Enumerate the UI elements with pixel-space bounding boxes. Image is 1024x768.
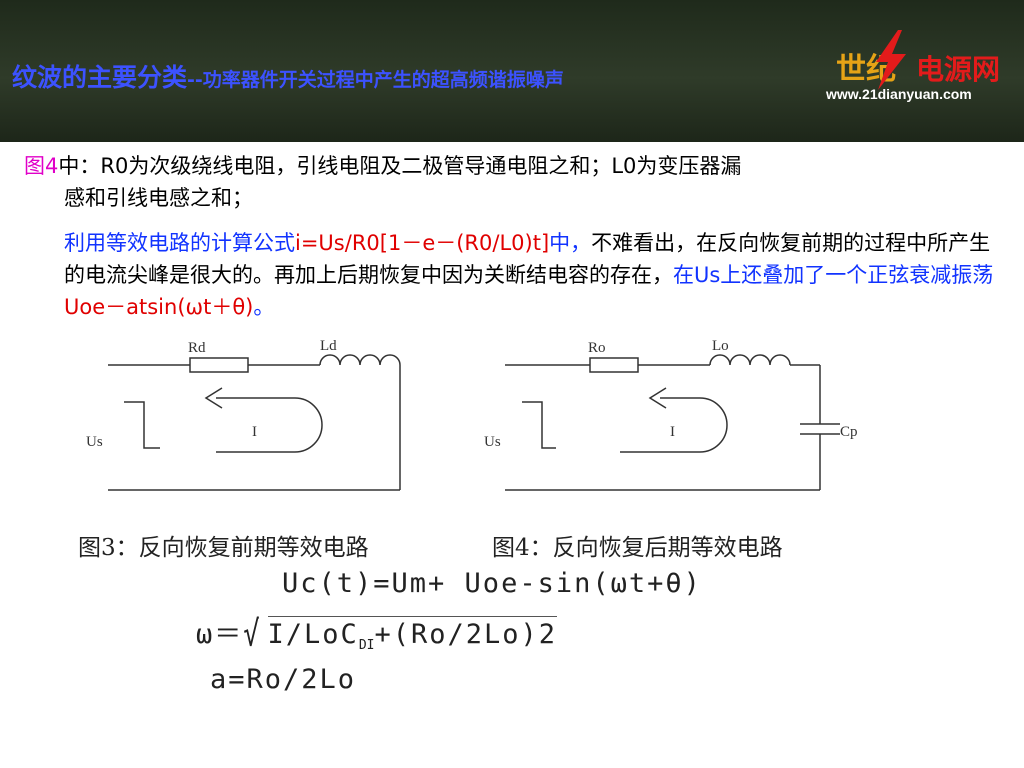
analysis-oscillation: 在Us上还叠加了一个正弦衰减振荡 [673,263,994,287]
right-current-label: I [670,424,675,440]
formula-uc: Uc(t)=Um+ Uoe-sin(ωt+θ) [282,568,702,599]
radicand-part-a: I/LoC [267,619,359,650]
slide-title: 纹波的主要分类--功率器件开关过程中产生的超高频谐振噪声 [12,58,564,94]
sqrt-icon: √ [243,614,262,655]
equivalent-circuits: Rd Ld Us I Ro Lo Us I Cp [86,338,858,491]
caption-fig4: 图4：反向恢复后期等效电路 [492,535,783,561]
omega-lhs: ω＝ [196,619,244,650]
caption-fig3: 图3：反向恢复前期等效电路 [78,535,369,561]
analysis-intro: 利用等效电路的计算公式 [64,231,295,255]
circuit-fig3 [108,354,401,491]
analysis-end: 。 [253,295,275,319]
radicand-subscript: DI [358,638,375,653]
logo-url: www.21dianyuan.com [826,86,972,102]
oscillation-formula: Uoe－atsin(ωt＋θ) [64,295,254,319]
circuit-fig4 [505,354,840,491]
title-subtitle: 功率器件开关过程中产生的超高频谐振噪声 [202,69,564,91]
title-separator: -- [187,69,203,91]
header-bar: 纹波的主要分类--功率器件开关过程中产生的超高频谐振噪声 世纪 电源网 www.… [0,0,1024,142]
right-l-label: Lo [712,338,729,354]
right-source-label: Us [484,434,501,450]
left-r-label: Rd [188,340,206,356]
left-current-label: I [252,424,257,440]
title-main: 纹波的主要分类 [12,63,188,92]
lightning-icon [876,30,906,90]
right-r-label: Ro [588,340,606,356]
left-l-label: Ld [320,338,337,354]
figure-reference: 图4 [24,154,59,178]
definitions-text: 中：R0为次级绕线电阻，引线电阻及二极管导通电阻之和；L0为变压器漏 [58,154,742,178]
formula-a: a=Ro/2Lo [210,664,357,695]
left-source-label: Us [86,434,103,450]
radicand-part-b: +(Ro/2Lo)2 [374,619,558,650]
analysis-zhong: 中， [549,231,592,255]
paragraph-analysis: 利用等效电路的计算公式i=Us/R0[1－e－(R0/L0)t]中，不难看出，在… [64,227,1009,323]
paragraph-definitions-cont: 感和引线电感之和； [64,182,1004,214]
omega-radicand: I/LoCDI+(Ro/2Lo)2 [267,616,558,653]
right-cap-label: Cp [840,424,858,440]
paragraph-definitions: 图4中：R0为次级绕线电阻，引线电阻及二极管导通电阻之和；L0为变压器漏 [24,150,1011,182]
definitions-text-cont: 感和引线电感之和； [64,186,253,210]
current-formula: i=Us/R0[1－e－(R0/L0)t] [295,231,550,255]
site-logo: 世纪 电源网 www.21dianyuan.com [826,30,1012,108]
analysis-body: 不难看出，在反向恢复前期的过程中所产生的电流尖峰是很大的。再加上后期恢复中因为关… [64,231,991,287]
logo-text-part2: 电源网 [916,53,1001,86]
formula-omega: ω＝√I/LoCDI+(Ro/2Lo)2 [196,612,558,655]
